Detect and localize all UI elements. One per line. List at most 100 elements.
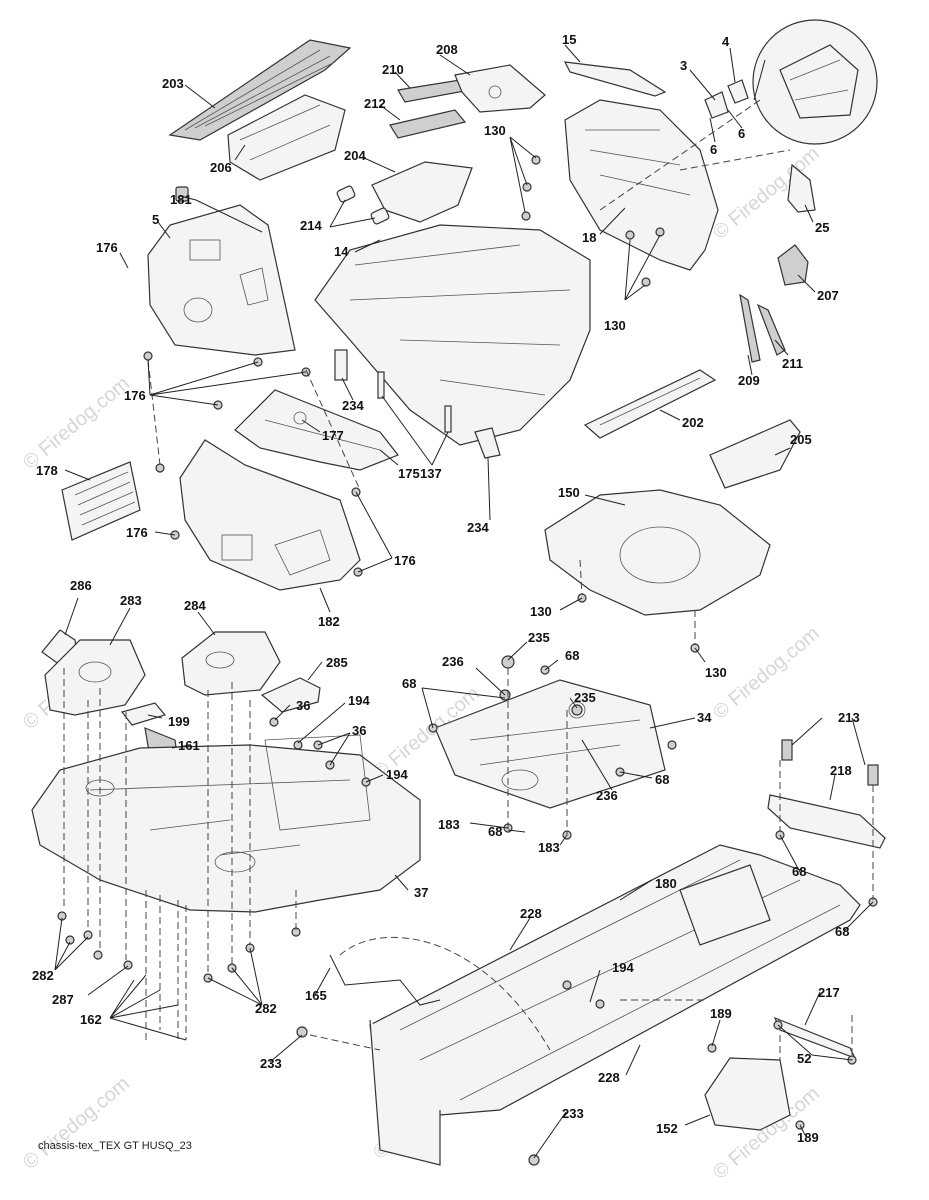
callout-label: 177	[322, 428, 344, 443]
callout-labels: 203 206 210 208 212 15 3 4 6 6 130 204 1…	[32, 32, 860, 1145]
callout-label: 68	[792, 864, 806, 879]
callout-label: 178	[36, 463, 58, 478]
callout-label: 228	[520, 906, 542, 921]
callout-label: 68	[835, 924, 849, 939]
fasteners	[57, 155, 878, 1166]
callout-label: 36	[352, 723, 366, 738]
callout-label: 236	[596, 788, 618, 803]
callout-label: 15	[562, 32, 576, 47]
callout-label: 137	[420, 466, 442, 481]
part-213-bolt	[867, 764, 879, 786]
part-3	[704, 91, 729, 119]
callout-label: 180	[655, 876, 677, 891]
callout-label: 25	[815, 220, 829, 235]
callout-label: 283	[120, 593, 142, 608]
callout-label: 208	[436, 42, 458, 57]
callout-label: 183	[438, 817, 460, 832]
callout-label: 68	[655, 772, 669, 787]
callout-label: 207	[817, 288, 839, 303]
callout-label: 182	[318, 614, 340, 629]
callout-label: 284	[184, 598, 206, 613]
part-37-fender	[31, 744, 421, 913]
part-206-bracket	[227, 94, 346, 181]
part-165-rod	[329, 954, 441, 1006]
callout-label: 165	[305, 988, 327, 1003]
part-213-bolt	[781, 739, 793, 761]
callout-label: 282	[255, 1001, 277, 1016]
callout-label: 212	[364, 96, 386, 111]
callout-label: 14	[334, 244, 349, 259]
part-214-grommet	[370, 207, 390, 225]
callout-label: 152	[656, 1121, 678, 1136]
callout-label: 5	[152, 212, 159, 227]
callout-label: 176	[96, 240, 118, 255]
part-178-vent	[61, 461, 141, 541]
part-209	[739, 293, 761, 363]
part-34-plate	[434, 679, 666, 809]
callout-label: 228	[598, 1070, 620, 1085]
part-15-trim	[563, 61, 667, 97]
callout-label: 203	[162, 76, 184, 91]
callout-label: 175	[398, 466, 420, 481]
part-5-dashboard	[147, 204, 296, 356]
part-211	[756, 303, 786, 356]
callout-label: 130	[484, 123, 506, 138]
callout-label: 189	[797, 1130, 819, 1145]
callout-label: 6	[738, 126, 745, 141]
callout-label: 234	[342, 398, 364, 413]
callout-label: 130	[604, 318, 626, 333]
part-285	[260, 677, 321, 713]
part-214-grommet	[336, 185, 356, 203]
callout-label: 199	[168, 714, 190, 729]
watermark: © Firedog.com	[19, 1072, 134, 1173]
callout-label: 34	[697, 710, 712, 725]
diagram-code: chassis-tex_TEX GT HUSQ_23	[38, 1140, 192, 1152]
part-150-footrest	[544, 489, 771, 616]
callout-label: 194	[612, 960, 634, 975]
callout-label: 162	[80, 1012, 102, 1027]
callout-label: 235	[574, 690, 596, 705]
callout-label: 68	[488, 824, 502, 839]
part-137-decal	[377, 371, 385, 399]
projection-lines	[63, 99, 874, 1060]
part-234-decal	[474, 427, 501, 459]
part-203-grille	[168, 39, 352, 141]
callout-label: 205	[790, 432, 812, 447]
callout-label: 211	[782, 356, 803, 371]
part-4	[727, 79, 749, 104]
callout-label: 234	[467, 520, 489, 535]
part-212-strip	[389, 109, 467, 139]
callout-label: 213	[838, 710, 860, 725]
part-152-shield	[704, 1057, 791, 1131]
callout-label: 176	[124, 388, 146, 403]
callout-label: 233	[562, 1106, 584, 1121]
callout-label: 209	[738, 373, 760, 388]
part-18-nose	[564, 99, 719, 271]
callout-label: 161	[178, 738, 200, 753]
callout-label: 181	[170, 192, 192, 207]
callout-label: 285	[326, 655, 348, 670]
callout-label: 287	[52, 992, 74, 1007]
callout-label: 36	[296, 698, 310, 713]
callout-label: 3	[680, 58, 687, 73]
callout-label: 218	[830, 763, 852, 778]
callout-label: 176	[394, 553, 416, 568]
part-217	[773, 1016, 857, 1060]
part-199	[120, 702, 167, 726]
part-205-strip	[709, 419, 801, 489]
callout-label: 204	[344, 148, 366, 163]
callout-label: 52	[797, 1051, 811, 1066]
part-180-frame-rail	[369, 1019, 441, 1166]
callout-label: 150	[558, 485, 580, 500]
callout-label: 189	[710, 1006, 732, 1021]
part-284	[181, 631, 281, 696]
part-137-decal	[444, 405, 452, 433]
part-14-hood	[314, 224, 591, 446]
part-283	[44, 639, 146, 716]
callout-label: 18	[582, 230, 596, 245]
callout-label: 130	[530, 604, 552, 619]
part-234-decal	[334, 349, 348, 381]
callout-label: 236	[442, 654, 464, 669]
callout-label: 194	[386, 767, 408, 782]
